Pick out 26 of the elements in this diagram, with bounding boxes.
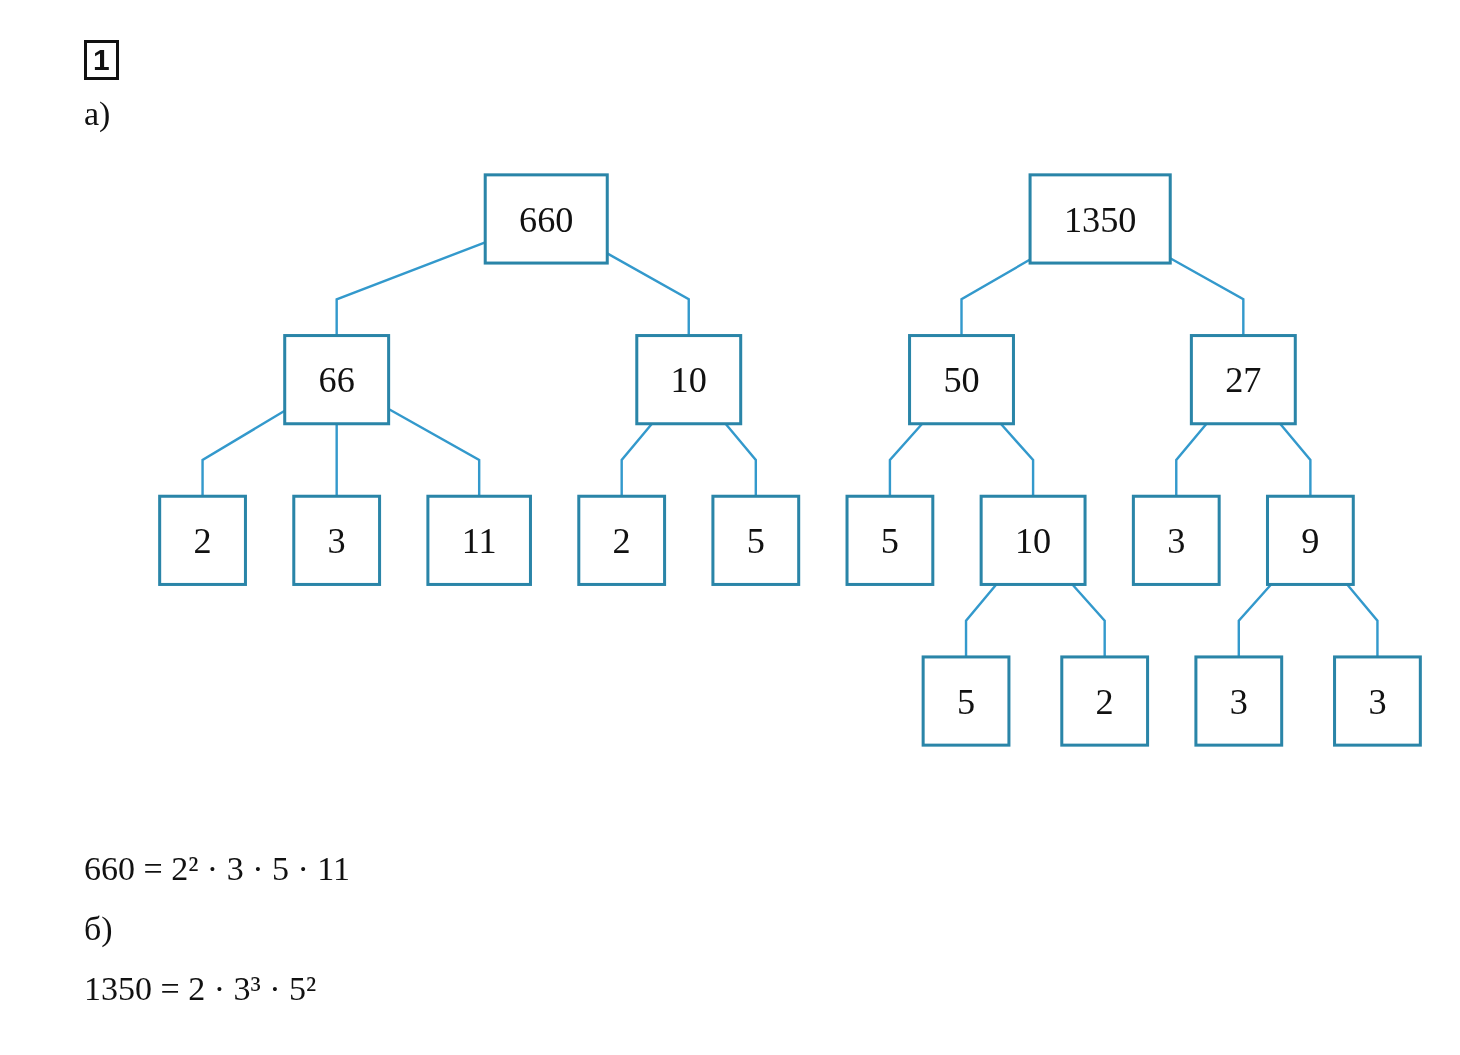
node-box: 660	[483, 173, 609, 265]
task-number: 1	[84, 40, 119, 80]
connector	[960, 258, 1031, 336]
node-box: 11	[426, 494, 532, 586]
node-box: 9	[1266, 494, 1355, 586]
node-box: 10	[635, 334, 743, 426]
factorization-formula: 660 = 2² · 3 · 5 · 11	[84, 850, 351, 888]
node-box: 5	[845, 494, 935, 586]
node-box: 5	[921, 655, 1011, 747]
node-box: 1350	[1028, 173, 1172, 265]
connector	[335, 423, 338, 497]
node-box: 2	[577, 494, 667, 586]
node-box: 50	[908, 334, 1015, 426]
node-box: 3	[1194, 655, 1284, 747]
node-box: 3	[1131, 494, 1221, 586]
node-box: 10	[979, 494, 1087, 586]
node-box: 3	[1333, 655, 1422, 747]
node-box: 66	[283, 334, 391, 426]
part-label: б)	[84, 910, 113, 948]
node-box: 3	[292, 494, 382, 586]
node-box: 27	[1189, 334, 1297, 426]
node-box: 2	[1060, 655, 1150, 747]
part-label: а)	[84, 95, 111, 133]
node-box: 5	[711, 494, 801, 586]
node-box: 2	[158, 494, 247, 586]
factorization-formula: 1350 = 2 · 3³ · 5²	[84, 970, 317, 1008]
